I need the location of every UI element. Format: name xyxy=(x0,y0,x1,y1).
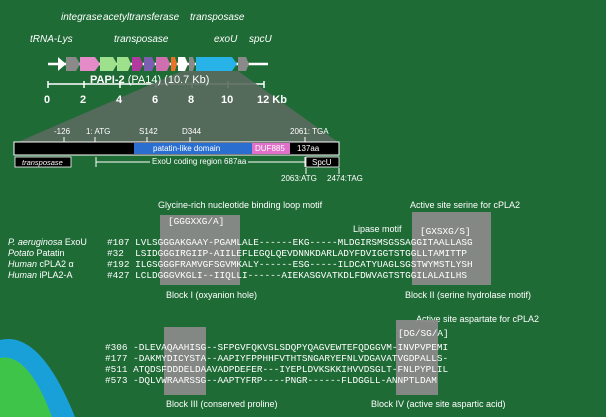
duf885-box xyxy=(252,143,290,154)
label-137aa: 137aa xyxy=(297,144,320,153)
block-iv-highlight xyxy=(396,320,438,395)
species-label-4: Human iPLA2-A xyxy=(8,270,73,281)
label-transposase-mid: transposase xyxy=(114,34,169,45)
motif-aspartate-title: Active site aspartate for cPLA2 xyxy=(416,314,540,324)
gene-spcu xyxy=(238,57,249,71)
species-plain: ExoU xyxy=(64,237,87,247)
seq-row-5: #306 -DLEVAQAAHISG--SFPGVFQKVSLSDQPYQAGV… xyxy=(105,342,449,353)
scale-label-2: 2 xyxy=(80,94,87,106)
gene-integrase xyxy=(80,57,100,71)
label-acetyltransferase: acetyltransferase xyxy=(103,12,180,23)
seq-row-6: #177 -DAKMYDICYSTA--AAPIYFPPHHFVTHTSNGAR… xyxy=(105,353,449,364)
gene-trna-lys xyxy=(58,57,66,71)
label-s142: S142 xyxy=(139,127,158,136)
species-label-2: Potato Patatin xyxy=(8,248,65,259)
label-integrase: integrase xyxy=(61,12,103,23)
gene-arrow xyxy=(144,57,155,71)
gene-acetyltransferase xyxy=(156,57,170,71)
block-ii-highlight xyxy=(412,212,491,285)
motif-lipase-title: Lipase motif xyxy=(353,224,402,234)
seq-row-4: #427 LCLDGGGVKGLI--IIQLLI------AIEKASGVA… xyxy=(107,270,468,281)
label-transposase-small: transposase xyxy=(22,158,63,167)
scale-label-8: 8 xyxy=(188,94,195,106)
transposase-arrow-box xyxy=(14,156,72,168)
label-coding-region: ExoU coding region 687aa xyxy=(150,157,249,166)
scale-label-0: 0 xyxy=(44,94,51,106)
species-italic: Potato xyxy=(8,248,35,258)
consensus-dgsga: [DG/SG/A] xyxy=(398,328,449,339)
region-ticks xyxy=(63,137,306,142)
label-2474-tag: 2474:TAG xyxy=(327,174,363,183)
species-italic: Human xyxy=(8,270,38,280)
label-exou: exoU xyxy=(214,34,238,45)
label-trna-lys: tRNA-Lys xyxy=(30,34,73,45)
label-tga: 2061: TGA xyxy=(290,127,329,136)
label-atg: 1: ATG xyxy=(86,127,111,136)
gene-arrow xyxy=(66,57,80,71)
label-patatin-domain: patatin-like domain xyxy=(153,144,221,153)
gene-arrow xyxy=(178,57,188,71)
seq-row-8: #573 -DQLVWRAARSSG--AAPTYFRP----PNGR----… xyxy=(105,375,437,386)
species-plain: iPLA2-A xyxy=(39,270,73,280)
block-iv-label: Block IV (active site aspartic acid) xyxy=(371,399,506,409)
species-plain: cPLA2 α xyxy=(39,259,74,269)
scale-label-10: 10 xyxy=(221,94,234,106)
label-duf885: DUF885 xyxy=(255,144,285,153)
gene-transposase xyxy=(171,57,177,71)
species-italic: P. aeruginosa xyxy=(8,237,63,247)
papi-title: PAPI-2 (PA14) (10.7 Kb) xyxy=(90,74,209,86)
corner-decoration-inner xyxy=(0,357,52,417)
species-plain: Patatin xyxy=(36,248,65,258)
scale-label-4: 4 xyxy=(116,94,123,106)
seq-row-3: #192 ILGSGGGFRAMVGFSGVMKALY------ESG----… xyxy=(107,259,473,270)
spcu-box xyxy=(305,156,340,168)
gene-exou xyxy=(196,57,237,71)
block-iii-highlight xyxy=(164,327,206,395)
gene-arrow xyxy=(100,57,117,71)
block-ii-label: Block II (serine hydrolase motif) xyxy=(405,290,532,300)
seq-row-2: #32 LSIDGGGIRGIIP-AIILEFLEGQLQEVDNNKDARL… xyxy=(107,248,468,259)
patatin-domain-box xyxy=(134,143,252,154)
consensus-gxsxgs: [GXSXG/S] xyxy=(420,226,471,237)
species-label-1: P. aeruginosa ExoU xyxy=(8,237,87,248)
block-i-label: Block I (oxyanion hole) xyxy=(166,290,258,300)
label-2063-atg: 2063:ATG xyxy=(281,174,317,183)
gene-arrow xyxy=(189,57,195,71)
motif-serine-title: Active site serine for cPLA2 xyxy=(410,200,521,210)
gene-arrow xyxy=(117,57,131,71)
species-label-3: Human cPLA2 α xyxy=(8,259,74,270)
seq-row-7: #511 ATQDSFDDDELDAAVADPDEFER---IYEPLDVKS… xyxy=(105,364,449,375)
label-d344: D344 xyxy=(182,127,202,136)
gene-arrow xyxy=(132,57,143,71)
label-spcu-box: SpcU xyxy=(312,158,332,167)
motif-glycine-title: Glycine-rich nucleotide binding loop mot… xyxy=(158,200,323,210)
label-spcu: spcU xyxy=(249,34,272,45)
scale-label-12kb: 12 Kb xyxy=(257,94,287,106)
scale-label-6: 6 xyxy=(152,94,159,106)
papi-title-bold: PAPI-2 xyxy=(90,74,125,86)
block-iii-label: Block III (conserved proline) xyxy=(166,399,278,409)
seq-row-1: #107 LVLSGGGAKGAAY-PGAMLALE------EKG----… xyxy=(107,237,473,248)
label-transposase-top: transposase xyxy=(190,12,245,23)
species-italic: Human xyxy=(8,259,38,269)
consensus-ggxgxa: [GGGXXG/A] xyxy=(168,216,225,227)
region-137aa-box xyxy=(291,143,338,154)
zoom-wedge xyxy=(18,71,338,142)
label-minus126: -126 xyxy=(54,127,71,136)
block-i-highlight xyxy=(160,215,240,285)
papi-title-rest: (PA14) (10.7 Kb) xyxy=(127,74,210,86)
